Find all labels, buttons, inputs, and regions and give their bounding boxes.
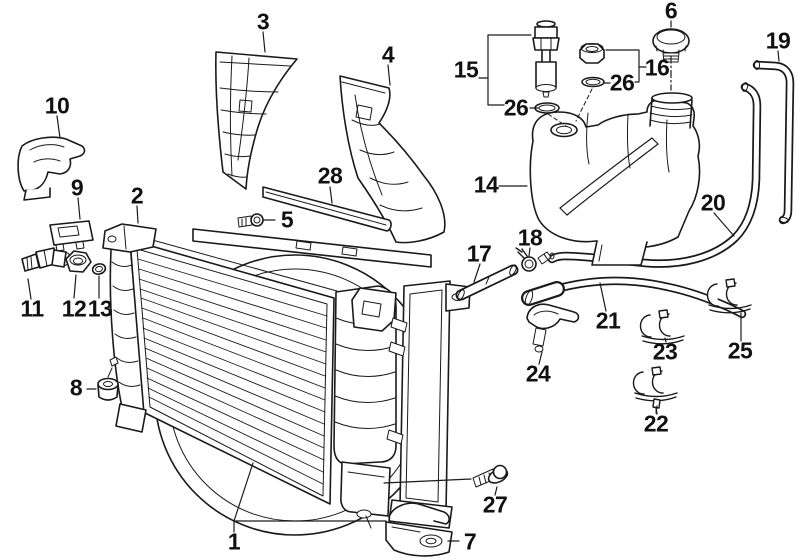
leader-lines xyxy=(27,20,780,542)
washer-drawing xyxy=(91,263,107,275)
air-duct-left-drawing xyxy=(215,51,298,190)
radiator-drawing xyxy=(107,232,408,529)
oring-right-drawing xyxy=(581,76,605,88)
temp-switch-drawing xyxy=(21,247,70,272)
nut-drawing xyxy=(65,250,92,273)
clamp-bracket-drawing xyxy=(17,136,86,201)
grommet-drawing xyxy=(97,377,119,401)
hose-clamp-drawing xyxy=(515,247,555,272)
level-sensor-drawing xyxy=(532,20,560,98)
holder-24-drawing xyxy=(526,303,580,353)
expansion-tank-drawing xyxy=(529,92,701,266)
hose-17-drawing xyxy=(455,264,519,301)
bolt-27-drawing xyxy=(472,464,509,488)
filler-cap-drawing xyxy=(652,28,690,63)
radiator-bracket-drawing xyxy=(102,223,157,253)
hose-20-drawing xyxy=(547,82,762,268)
mount-block-drawing xyxy=(49,220,94,252)
screw-drawing xyxy=(237,213,264,228)
bottom-bracket-drawing xyxy=(385,502,453,557)
air-duct-right-drawing xyxy=(339,75,446,244)
clip-22-drawing xyxy=(632,366,678,415)
hose-19-drawing xyxy=(752,60,795,225)
clip-23-drawing xyxy=(639,309,685,345)
hose-21-drawing xyxy=(521,276,747,319)
sealing-strip-drawing xyxy=(262,186,392,232)
vent-nut-drawing xyxy=(579,43,605,64)
